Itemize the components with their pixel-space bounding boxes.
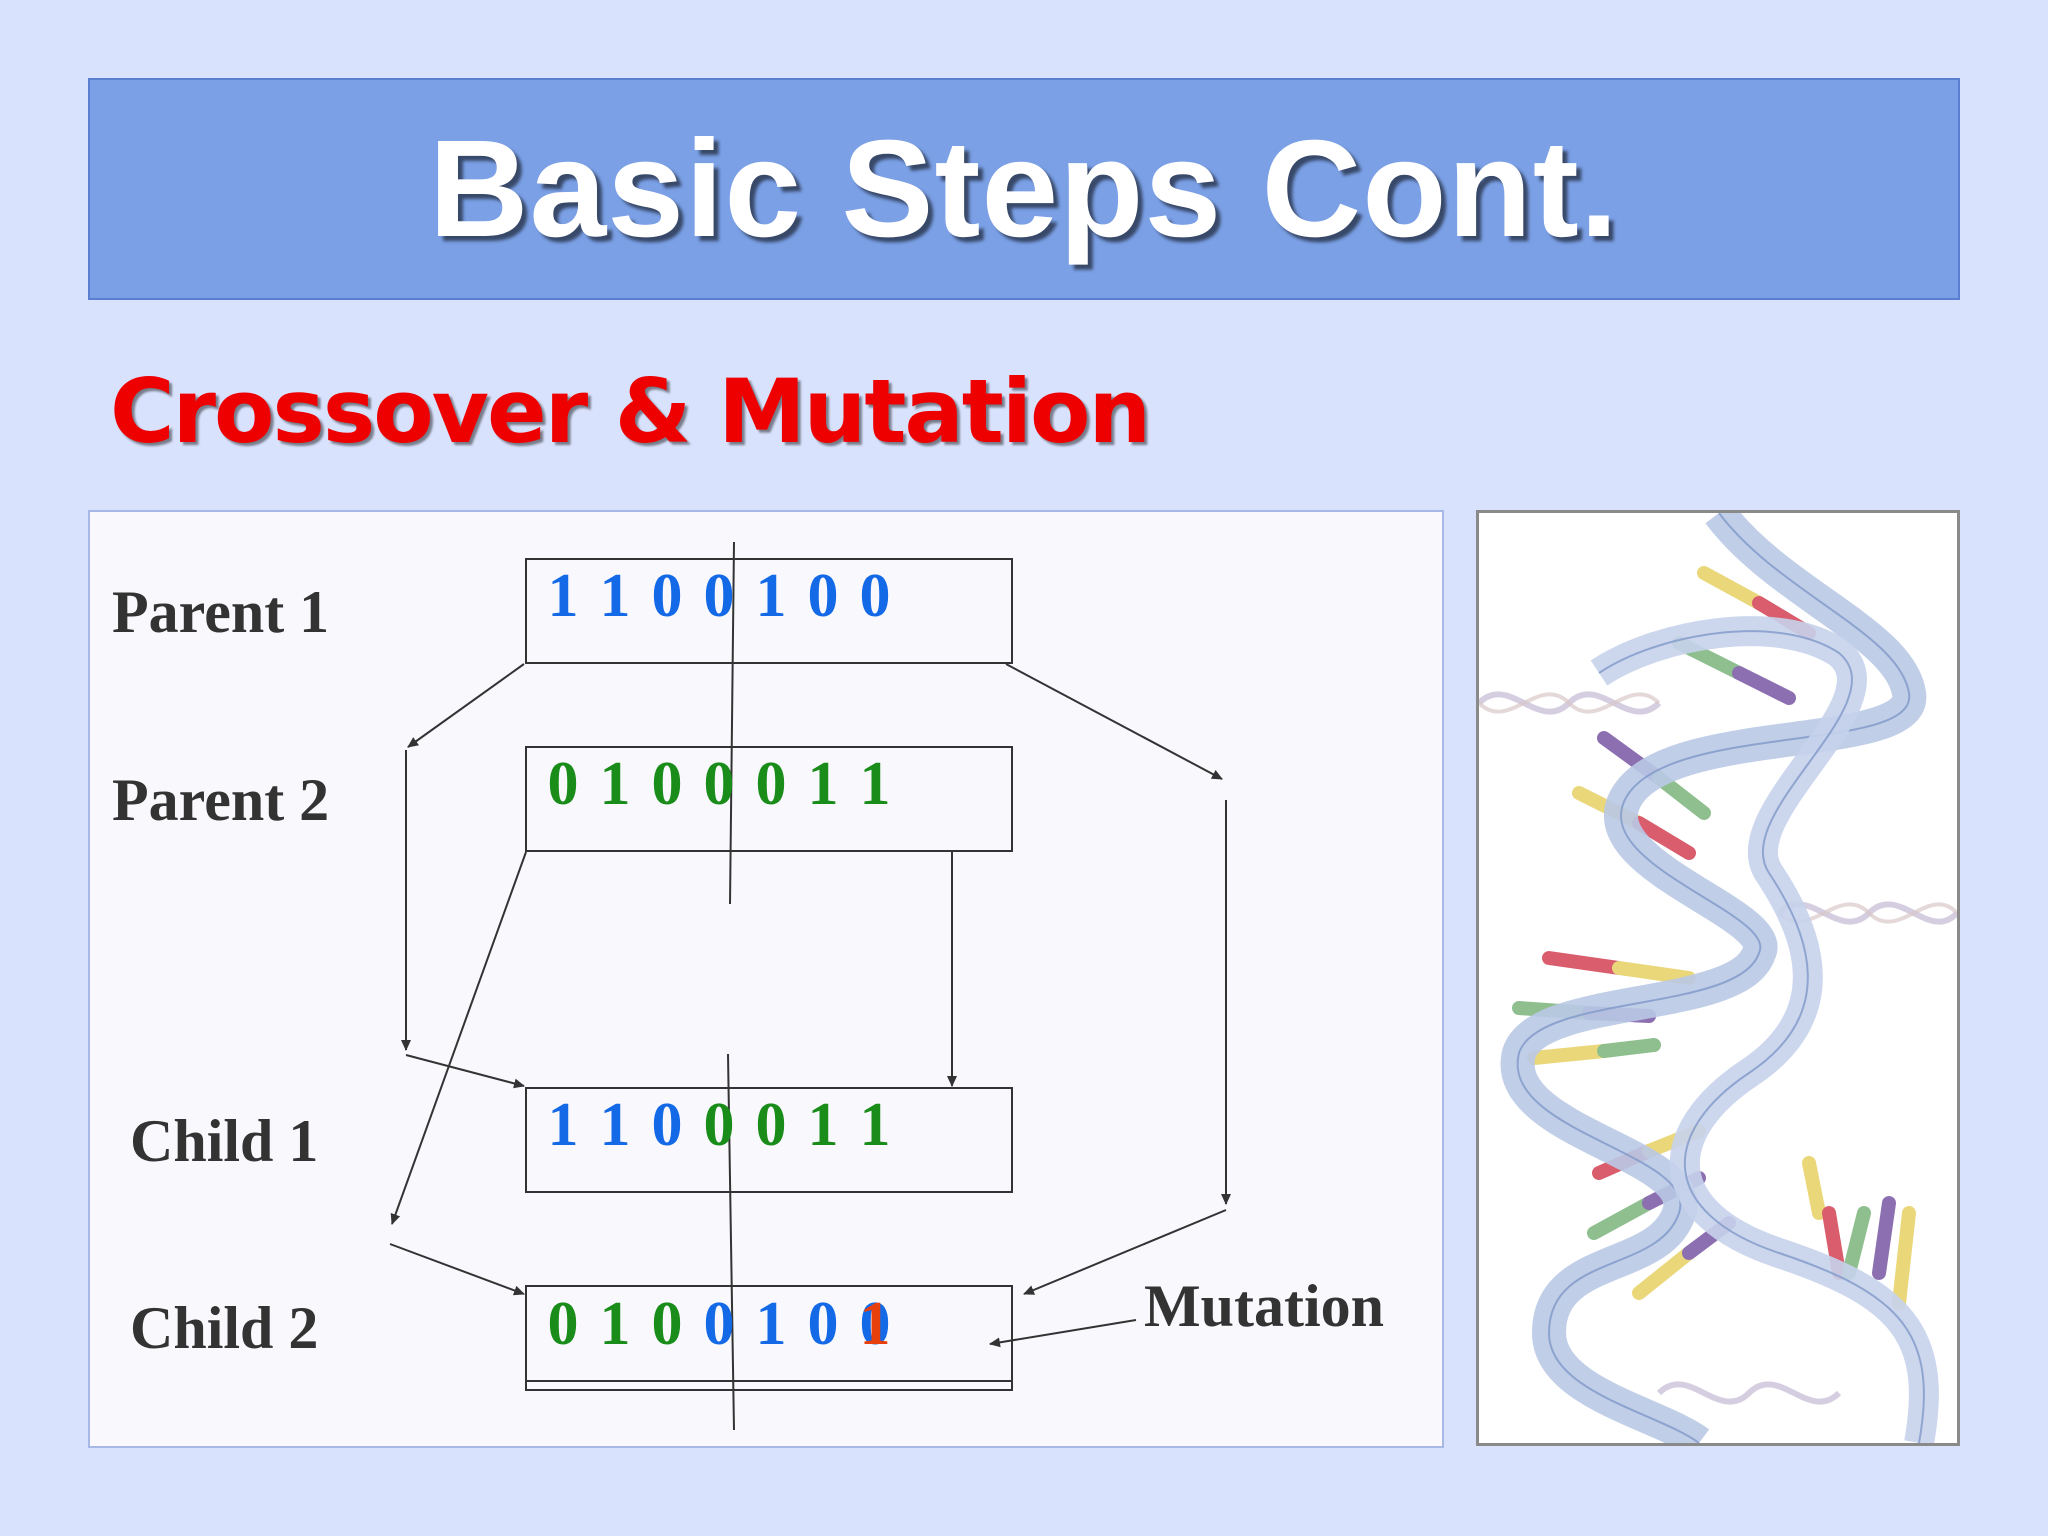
child-2-bit: 1: [600, 1290, 631, 1358]
parent-2-bit: 0: [548, 750, 579, 818]
parent-1-bit: 1: [600, 562, 631, 630]
arrow-parent2-to-child2: [392, 852, 526, 1224]
arrow-parent1-to-child1: [408, 664, 524, 747]
parent-2-bit: 1: [860, 750, 891, 818]
parent-1-bit: 0: [808, 562, 839, 630]
mutated-bit: 1: [860, 1290, 891, 1358]
parent-1-bit: 1: [548, 562, 579, 630]
child-1-bit: 0: [652, 1091, 683, 1159]
parent-1-bit: 0: [860, 562, 891, 630]
parent-1-bit: 0: [652, 562, 683, 630]
parent-1-bit: 0: [704, 562, 735, 630]
parent-1-label: Parent 1: [112, 579, 329, 645]
parent-2-bit: 1: [600, 750, 631, 818]
slide-title: Basic Steps Cont.: [429, 110, 1619, 269]
title-bar: Basic Steps Cont.: [88, 78, 1960, 300]
child-2-label: Child 2: [130, 1295, 318, 1361]
child-2-bit: 0: [548, 1290, 579, 1358]
arrow-parent2-to-child2-in: [390, 1244, 524, 1294]
mutation-label: Mutation: [1144, 1273, 1384, 1339]
parent-2-bit: 0: [652, 750, 683, 818]
dna-helix-illustration: [1479, 513, 1957, 1443]
child-1-bit: 0: [756, 1091, 787, 1159]
child-1-label: Child 1: [130, 1108, 318, 1174]
child-2-bit: 0: [704, 1290, 735, 1358]
child-1-bit: 1: [808, 1091, 839, 1159]
parent-2-bit: 1: [808, 750, 839, 818]
dna-helix-image: [1476, 510, 1960, 1446]
arrow-parent1-to-child2: [1006, 664, 1222, 779]
child-2-bit: 0: [808, 1290, 839, 1358]
parent-2-label: Parent 2: [112, 767, 329, 833]
arrow-parent1-to-child1-in: [406, 1055, 524, 1086]
parent-2-bit: 0: [704, 750, 735, 818]
slide-subtitle: Crossover & Mutation: [110, 360, 1149, 463]
parent-1-bit: 1: [756, 562, 787, 630]
parent-2-bit: 0: [756, 750, 787, 818]
child-1-bit: 1: [548, 1091, 579, 1159]
child-1-bit: 1: [600, 1091, 631, 1159]
child-1-bit: 0: [704, 1091, 735, 1159]
child-2-bit: 0: [652, 1290, 683, 1358]
child-1-bit: 1: [860, 1091, 891, 1159]
child-2-bit: 1: [756, 1290, 787, 1358]
